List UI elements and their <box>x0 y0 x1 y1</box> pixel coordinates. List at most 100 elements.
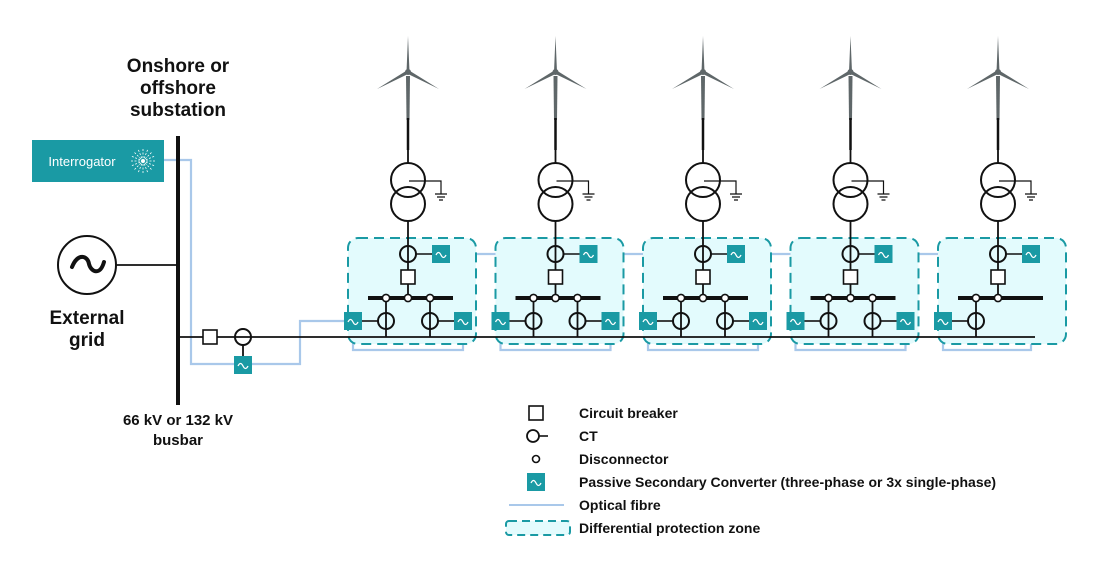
sine-icon <box>899 318 912 326</box>
disconnector[interactable] <box>868 293 877 303</box>
turbine-bay-1[interactable] <box>344 36 472 330</box>
substation-psc[interactable] <box>234 356 252 374</box>
turbine-tower <box>406 76 410 120</box>
top-psc[interactable] <box>874 245 893 263</box>
legend-item-circuit-breaker: Circuit breaker <box>528 405 678 421</box>
circuit-breaker[interactable] <box>990 269 1006 285</box>
current-transformer[interactable] <box>819 312 838 330</box>
circuit-breaker[interactable] <box>842 269 859 285</box>
disconnector[interactable] <box>971 293 981 303</box>
top-psc[interactable] <box>579 245 598 263</box>
right-psc[interactable] <box>749 312 767 330</box>
differential-protection-zone <box>937 237 1067 345</box>
sine-icon <box>494 318 507 326</box>
burst-ray <box>137 163 143 174</box>
current-transformer[interactable] <box>841 245 860 263</box>
current-transformer[interactable] <box>863 312 882 330</box>
turbine-hub <box>552 69 559 75</box>
legend-item-disconnector: Disconnector <box>531 451 669 467</box>
disconnector[interactable] <box>824 293 833 303</box>
transformer-winding <box>685 162 721 198</box>
turbine-blade <box>554 36 557 72</box>
circuit-breaker[interactable] <box>202 329 218 345</box>
disconnector[interactable] <box>403 293 413 303</box>
transformer[interactable] <box>980 150 1016 222</box>
protection-zone-icon <box>505 520 571 536</box>
disconnector[interactable] <box>573 293 582 303</box>
disconnector[interactable] <box>425 293 435 303</box>
turbine-blade <box>555 71 587 89</box>
disconnector[interactable] <box>993 293 1003 303</box>
sine-icon <box>457 318 469 326</box>
burst-ray <box>130 161 141 167</box>
current-transformer[interactable] <box>377 312 395 330</box>
right-psc[interactable] <box>601 312 620 330</box>
earth-icon <box>877 193 890 201</box>
current-transformer[interactable] <box>989 245 1007 263</box>
transformer-winding <box>537 186 574 222</box>
turbine-tower <box>701 76 705 120</box>
left-psc[interactable] <box>934 312 952 330</box>
disconnector[interactable] <box>381 293 391 303</box>
sine-icon <box>237 362 249 370</box>
left-psc[interactable] <box>491 312 510 330</box>
light-burst-icon <box>130 148 156 174</box>
substation-title-line-1: Onshore or <box>127 56 230 77</box>
burst-ray <box>145 161 156 167</box>
ac-source-icon[interactable] <box>57 235 117 295</box>
turbine-blade <box>524 71 556 89</box>
current-transformer[interactable] <box>967 312 985 330</box>
transformer[interactable] <box>390 150 426 222</box>
disconnector[interactable] <box>551 293 560 303</box>
turbine-blade <box>850 71 882 89</box>
disconnector[interactable] <box>698 293 708 303</box>
sine-icon <box>530 479 542 487</box>
current-transformer[interactable] <box>716 312 734 330</box>
circuit-breaker[interactable] <box>695 269 711 285</box>
top-psc[interactable] <box>432 245 450 263</box>
external-grid[interactable]: External grid <box>50 235 125 351</box>
current-transformer[interactable] <box>399 245 417 263</box>
circuit-breaker[interactable] <box>547 269 564 285</box>
earth-lead <box>556 180 590 194</box>
turbine-blade <box>377 71 408 89</box>
turbine-bay-2[interactable] <box>491 36 620 330</box>
disconnector[interactable] <box>846 293 855 303</box>
left-psc[interactable] <box>344 312 362 330</box>
burst-ray <box>143 163 149 174</box>
current-transformer[interactable] <box>234 328 252 346</box>
left-psc[interactable] <box>639 312 657 330</box>
transformer[interactable] <box>685 150 721 222</box>
turbine-blade <box>406 36 410 72</box>
current-transformer[interactable] <box>672 312 690 330</box>
turbine-bay-5[interactable] <box>934 36 1040 330</box>
disconnector-icon <box>531 454 541 464</box>
legend-label: Optical fibre <box>579 497 661 513</box>
turbine-bay-3[interactable] <box>639 36 767 330</box>
disconnector[interactable] <box>720 293 730 303</box>
legend-label: Passive Secondary Converter (three-phase… <box>579 474 996 490</box>
transformer[interactable] <box>832 150 869 222</box>
psc-icon[interactable] <box>527 473 545 491</box>
current-transformer[interactable] <box>524 312 543 330</box>
sine-icon <box>1025 251 1037 259</box>
left-psc[interactable] <box>786 312 805 330</box>
current-transformer[interactable] <box>421 312 439 330</box>
right-psc[interactable] <box>454 312 472 330</box>
turbine-bay-4[interactable] <box>786 36 915 330</box>
turbine-tower <box>848 76 853 120</box>
top-psc[interactable] <box>727 245 745 263</box>
top-psc[interactable] <box>1022 245 1040 263</box>
burst-ray <box>137 148 143 159</box>
turbine-blade <box>408 71 439 89</box>
current-transformer[interactable] <box>546 245 565 263</box>
right-psc[interactable] <box>896 312 915 330</box>
disconnector[interactable] <box>529 293 538 303</box>
interrogator[interactable]: Interrogator <box>32 140 164 182</box>
current-transformer[interactable] <box>694 245 712 263</box>
transformer[interactable] <box>537 150 574 222</box>
current-transformer[interactable] <box>568 312 587 330</box>
circuit-breaker[interactable] <box>400 269 416 285</box>
disconnector[interactable] <box>676 293 686 303</box>
turbine-hub <box>405 69 411 75</box>
